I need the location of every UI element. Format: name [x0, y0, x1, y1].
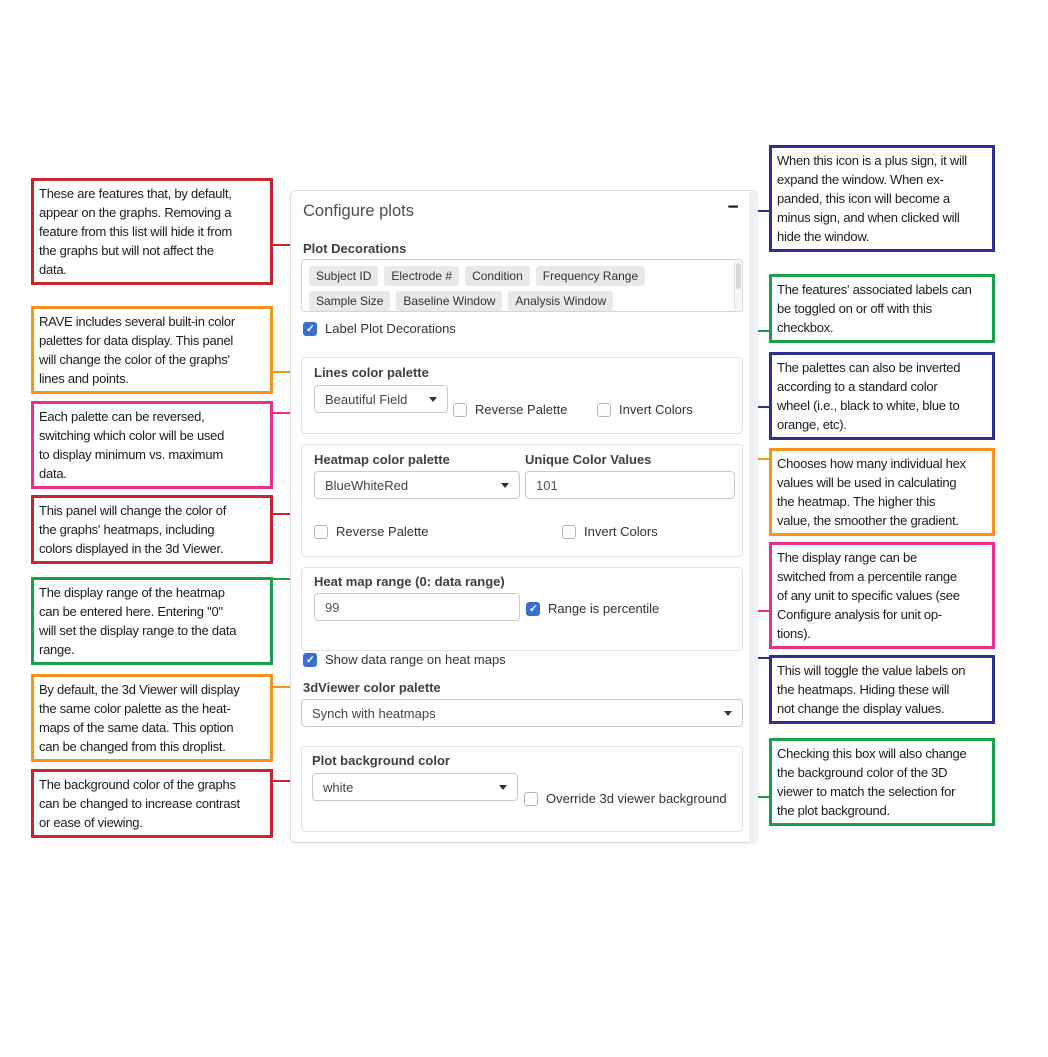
annotation-3dviewer-palette: By default, the 3d Viewer will display t…: [31, 674, 273, 762]
lines-reverse-row: Reverse Palette: [453, 402, 568, 417]
annotation-override-background: Checking this box will also change the b…: [769, 738, 995, 826]
chevron-down-icon: [499, 784, 507, 790]
chevron-down-icon: [501, 482, 509, 488]
plot-background-label: Plot background color: [312, 753, 450, 768]
lines-reverse-palette-checkbox[interactable]: [453, 402, 467, 417]
3dviewer-palette-label: 3dViewer color palette: [303, 680, 441, 695]
panel-scroll-gutter: [749, 192, 758, 843]
decoration-tag[interactable]: Condition: [465, 266, 530, 286]
tagbox-scrollbar[interactable]: [734, 261, 741, 310]
plot-background-card: Plot background color white Override 3d …: [301, 746, 743, 832]
connector-line: [273, 686, 301, 688]
label-plot-decorations-row: Label Plot Decorations: [303, 321, 456, 336]
plot-decorations-tagbox[interactable]: Subject ID Electrode # Condition Frequen…: [301, 259, 743, 312]
heatmap-invert-colors-label: Invert Colors: [584, 524, 658, 539]
heatmap-reverse-row: Reverse Palette: [314, 524, 429, 539]
heatmap-reverse-palette-label: Reverse Palette: [336, 524, 429, 539]
override-3d-background-label: Override 3d viewer background: [546, 791, 727, 806]
lines-palette-label: Lines color palette: [314, 365, 429, 380]
annotation-invert-colors: The palettes can also be inverted accord…: [769, 352, 995, 440]
3dviewer-palette-value: Synch with heatmaps: [312, 705, 436, 721]
unique-color-values-label: Unique Color Values: [525, 452, 652, 467]
annotation-percentile-range: The display range can be switched from a…: [769, 542, 995, 649]
configure-plots-panel: Configure plots − Plot Decorations Subje…: [290, 190, 758, 843]
collapse-minus-icon[interactable]: −: [727, 197, 739, 218]
range-is-percentile-row: Range is percentile: [526, 601, 659, 616]
label-plot-decorations-checkbox[interactable]: [303, 321, 317, 336]
show-data-range-checkbox[interactable]: [303, 652, 317, 667]
show-data-range-row: Show data range on heat maps: [303, 652, 506, 667]
show-data-range-label: Show data range on heat maps: [325, 652, 506, 667]
lines-reverse-palette-label: Reverse Palette: [475, 402, 568, 417]
plot-background-value: white: [323, 779, 354, 795]
connector-line: [273, 371, 302, 373]
range-is-percentile-checkbox[interactable]: [526, 601, 540, 616]
lines-invert-row: Invert Colors: [597, 402, 693, 417]
lines-invert-colors-label: Invert Colors: [619, 402, 693, 417]
decoration-tag[interactable]: Analysis Window: [508, 291, 614, 311]
annotation-collapse-icon: When this icon is a plus sign, it will e…: [769, 145, 995, 252]
heatmap-palette-select[interactable]: BlueWhiteRed: [314, 471, 520, 499]
heatmap-palette-value: BlueWhiteRed: [325, 477, 409, 493]
tag-list: Subject ID Electrode # Condition Frequen…: [309, 266, 729, 311]
connector-line: [273, 513, 304, 515]
plot-decorations-label: Plot Decorations: [303, 241, 407, 256]
heatmap-palette-card: Heatmap color palette Unique Color Value…: [301, 444, 743, 557]
annotation-label-toggle: The features' associated labels can be t…: [769, 274, 995, 343]
annotation-show-data-range: This will toggle the value labels on the…: [769, 655, 995, 724]
range-is-percentile-label: Range is percentile: [548, 601, 660, 616]
annotation-reverse-palette: Each palette can be reversed, switching …: [31, 401, 273, 489]
connector-line: [273, 780, 302, 782]
tagbox-scrollbar-thumb[interactable]: [736, 263, 741, 289]
override-3d-background-row: Override 3d viewer background: [524, 791, 727, 806]
annotation-heatmap-palette: This panel will change the color of the …: [31, 495, 273, 564]
annotation-unique-colors: Chooses how many individual hex values w…: [769, 448, 995, 536]
decoration-tag[interactable]: Subject ID: [309, 266, 379, 286]
decoration-tag[interactable]: Baseline Window: [396, 291, 503, 311]
chevron-down-icon: [724, 710, 732, 716]
decoration-tag[interactable]: Sample Size: [309, 291, 391, 311]
chevron-down-icon: [429, 396, 437, 402]
heatmap-invert-colors-checkbox[interactable]: [562, 524, 576, 539]
annotation-plot-decorations: These are features that, by default, app…: [31, 178, 273, 285]
decoration-tag[interactable]: Frequency Range: [535, 266, 646, 286]
lines-palette-select[interactable]: Beautiful Field: [314, 385, 448, 413]
heatmap-invert-row: Invert Colors: [562, 524, 658, 539]
annotation-heatmap-range: The display range of the heatmap can be …: [31, 577, 273, 665]
lines-palette-value: Beautiful Field: [325, 391, 408, 407]
override-3d-background-checkbox[interactable]: [524, 791, 538, 806]
lines-invert-colors-checkbox[interactable]: [597, 402, 611, 417]
heatmap-range-label: Heat map range (0: data range): [314, 574, 505, 589]
label-plot-decorations-label: Label Plot Decorations: [325, 321, 456, 336]
annotation-background-color: The background color of the graphs can b…: [31, 769, 273, 838]
lines-palette-card: Lines color palette Beautiful Field Reve…: [301, 357, 743, 434]
heatmap-reverse-palette-checkbox[interactable]: [314, 524, 328, 539]
unique-color-values-input[interactable]: [525, 471, 735, 499]
heatmap-range-card: Heat map range (0: data range) Range is …: [301, 567, 743, 651]
decoration-tag[interactable]: Electrode #: [384, 266, 460, 286]
connector-line: [273, 578, 302, 580]
heatmap-palette-label: Heatmap color palette: [314, 452, 450, 467]
annotation-lines-palette: RAVE includes several built-in color pal…: [31, 306, 273, 394]
heatmap-range-input[interactable]: [314, 593, 520, 621]
3dviewer-palette-select[interactable]: Synch with heatmaps: [301, 699, 743, 727]
plot-background-select[interactable]: white: [312, 773, 518, 801]
connector-line: [273, 244, 300, 246]
panel-title: Configure plots: [303, 202, 414, 220]
